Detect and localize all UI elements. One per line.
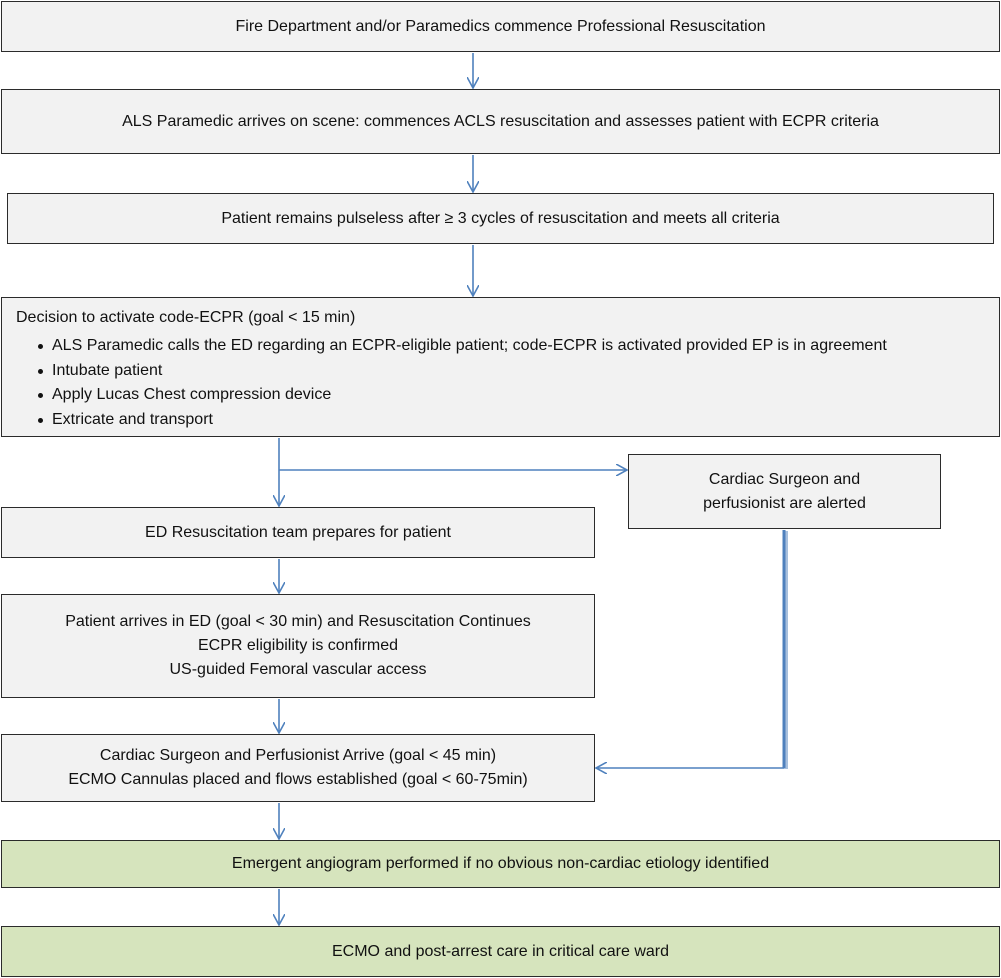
step-patient-arrives-ed-line: US-guided Femoral vascular access — [169, 661, 427, 678]
step-emergent-angiogram-text: Emergent angiogram performed if no obvio… — [231, 855, 770, 872]
step-post-arrest-care-text: ECMO and post-arrest care in critical ca… — [332, 942, 669, 960]
step-ed-team-prepares: ED Resuscitation team prepares for patie… — [1, 507, 595, 558]
step-surgeon-alerted-line: Cardiac Surgeon and — [708, 470, 861, 488]
step-activate-code-ecpr-title: Decision to activate code-ECPR (goal < 1… — [16, 309, 356, 326]
step-professional-resuscitation-text: Fire Department and/or Paramedics commen… — [235, 17, 766, 35]
step-als-paramedic-arrives-text: ALS Paramedic arrives on scene: commence… — [122, 112, 879, 130]
step-ed-team-prepares-text: ED Resuscitation team prepares for patie… — [145, 523, 451, 541]
step-als-paramedic-arrives: ALS Paramedic arrives on scene: commence… — [1, 89, 1000, 154]
step-ecmo-cannulas: Cardiac Surgeon and Perfusionist Arrive … — [1, 734, 595, 802]
step-patient-arrives-ed: Patient arrives in ED (goal < 30 min) an… — [1, 594, 595, 698]
step-patient-arrives-ed-line: ECPR eligibility is confirmed — [197, 637, 399, 654]
step-professional-resuscitation: Fire Department and/or Paramedics commen… — [1, 1, 1000, 52]
step-activate-code-ecpr: Decision to activate code-ECPR (goal < 1… — [1, 297, 1000, 437]
step-patient-remains-pulseless-text: Patient remains pulseless after ≥ 3 cycl… — [221, 209, 780, 227]
step-ecmo-cannulas-line: ECMO Cannulas placed and flows establish… — [68, 771, 528, 788]
step-surgeon-alerted-line: perfusionist are alerted — [703, 494, 866, 512]
step-patient-arrives-ed-line: Patient arrives in ED (goal < 30 min) an… — [65, 613, 531, 630]
step-surgeon-alerted: Cardiac Surgeon and perfusionist are ale… — [628, 454, 941, 529]
step-ecmo-cannulas-line: Cardiac Surgeon and Perfusionist Arrive … — [99, 747, 497, 764]
list-item: Extricate and transport — [38, 408, 999, 433]
step-emergent-angiogram: Emergent angiogram performed if no obvio… — [1, 840, 1000, 888]
step-patient-remains-pulseless: Patient remains pulseless after ≥ 3 cycl… — [7, 193, 994, 244]
step-post-arrest-care: ECMO and post-arrest care in critical ca… — [1, 926, 1000, 977]
list-item: Intubate patient — [38, 359, 999, 384]
step-activate-code-ecpr-list: ALS Paramedic calls the ED regarding an … — [16, 334, 999, 432]
list-item: ALS Paramedic calls the ED regarding an … — [38, 334, 999, 359]
list-item: Apply Lucas Chest compression device — [38, 383, 999, 408]
